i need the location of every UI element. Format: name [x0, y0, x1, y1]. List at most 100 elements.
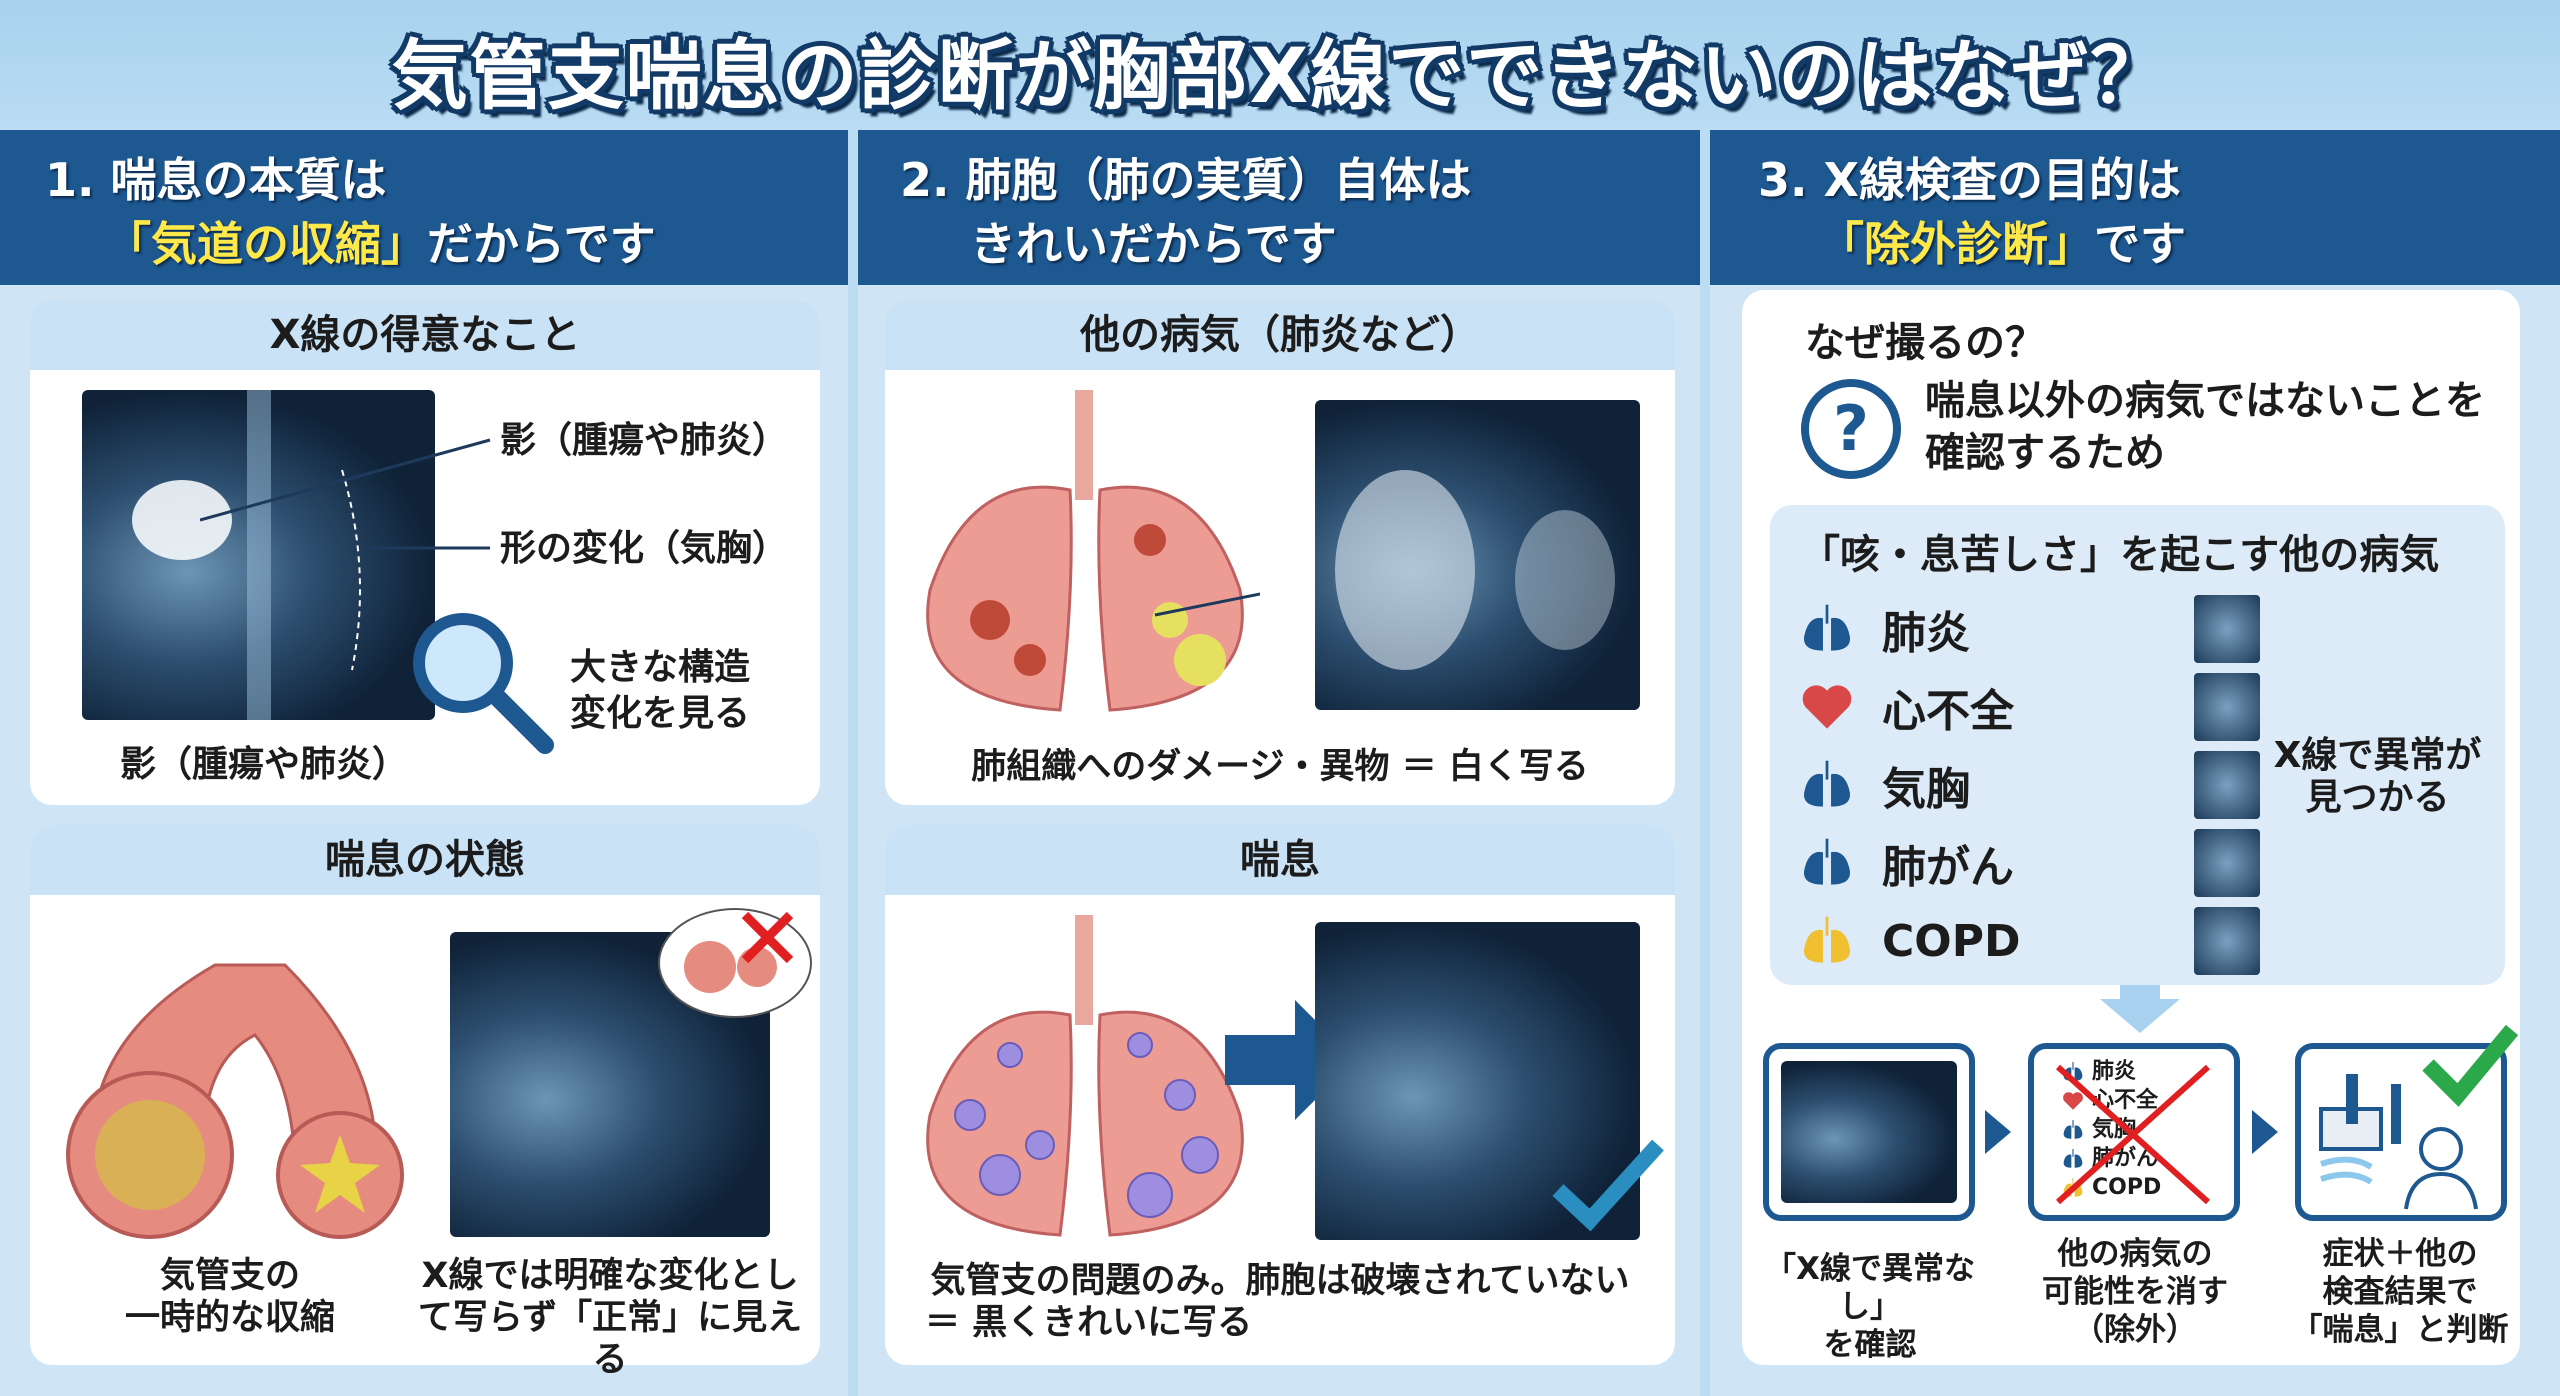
caption-line: X線では明確な変化とし [421, 1256, 799, 1296]
disease-xray-thumb [2194, 829, 2260, 897]
heading-line: 2. 肺胞（肺の実質）自体は [900, 153, 1472, 207]
constricted-airway-bubble-icon [658, 908, 812, 1018]
disease-row: 心不全 [1800, 668, 2260, 746]
cross-icon [2055, 1064, 2211, 1205]
disease-xray-thumb [2194, 595, 2260, 663]
damaged-lungs-illustration [926, 390, 1260, 712]
disease-name: 肺がん [1882, 842, 2014, 893]
other-diseases-box [1770, 505, 2505, 985]
caption-line: 気管支の問題のみ。肺胞は破壊されていない [930, 1261, 1630, 1301]
arrow-down-icon [2100, 985, 2180, 1033]
caption-line: 検査結果で [2322, 1274, 2478, 1310]
disease-row: 肺がん [1800, 824, 2260, 902]
caption-line: を確認 [1823, 1327, 1917, 1363]
label-shape-change: 形の変化（気胸） [500, 528, 789, 569]
heading-rest: きれいだからです [970, 217, 1337, 271]
reason-line: 確認するため [1925, 430, 2165, 476]
caption-line: 可能性を消す [2042, 1274, 2228, 1310]
lungs-icon [1803, 838, 1851, 885]
lungs-icon [2063, 1148, 2083, 1168]
caption-line: 症状＋他の [2322, 1236, 2478, 1272]
label-line: 大きな構造 [570, 647, 751, 688]
question-icon: ? [1801, 379, 1901, 479]
checkmark-icon [2422, 1024, 2519, 1107]
heading-highlight: 「除外診断」 [1818, 217, 2094, 271]
reason-text: 喘息以外の病気ではないことを確認するため [1925, 375, 2485, 479]
panel-header: 喘息の状態 [30, 825, 820, 895]
page-title: 気管支喘息の診断が胸部X線でできないのはなぜ？ [391, 31, 2169, 120]
heart-icon [1802, 685, 1852, 729]
finding-line: 見つかる [2305, 777, 2450, 818]
checkmark-icon [1552, 1139, 1664, 1232]
excluded-item: COPD [2062, 1173, 2234, 1202]
caption-line: （除外） [2073, 1312, 2197, 1348]
flow-caption-1: 「X線で異常なし」を確認 [1745, 1250, 1995, 1364]
spirometer-doctor-icon [2319, 1074, 2478, 1210]
disease-name: 気胸 [1882, 764, 1970, 815]
finding-text: X線で異常が見つかる [2270, 735, 2485, 819]
airway-illustration [66, 963, 404, 1239]
heading-highlight: 「気道の収縮」 [105, 217, 427, 271]
lungs-icon [1803, 760, 1851, 807]
excluded-name: COPD [2092, 1175, 2162, 1200]
arrow-right-icon [1985, 1110, 2011, 1154]
heading-rest: だからです [427, 217, 656, 271]
label-line: 変化を見る [570, 693, 751, 734]
caption-line: 気管支の [159, 1256, 300, 1296]
asthma-caption: 気管支の問題のみ。肺胞は破壊されていない＝ 黒くきれいに写る [885, 1260, 1675, 1344]
disease-row: 気胸 [1800, 746, 2260, 824]
disease-xray-thumb [2194, 673, 2260, 741]
lungs-icon [2063, 1119, 2083, 1139]
pointer-lines [200, 438, 491, 550]
disease-xray-thumb [2194, 907, 2260, 975]
svg-text:?: ? [1833, 392, 1869, 465]
column-3-heading: 3. X線検査の目的は 「除外診断」です [1710, 130, 2560, 285]
label-structure: 大きな構造変化を見る [570, 645, 750, 737]
magnifier-icon [413, 613, 554, 754]
xray-caption: 影（腫瘍や肺炎） [120, 744, 409, 785]
panel-header: X線の得意なこと [30, 300, 820, 370]
column-2-heading: 2. 肺胞（肺の実質）自体は きれいだからです [858, 130, 1700, 285]
disease-xray-thumb [2194, 751, 2260, 819]
title-band [0, 0, 2560, 128]
xray-normal-caption: X線では明確な変化として写らず「正常」に見える [410, 1255, 810, 1381]
column-1-heading: 1. 喘息の本質は 「気道の収縮」だからです [0, 130, 848, 285]
disease-name: 肺炎 [1882, 608, 1970, 659]
why-heading: なぜ撮るの？ [1805, 320, 2045, 366]
caption-line: 「X線で異常なし」 [1765, 1251, 1975, 1325]
caption-line: 「喘息」と判断 [2291, 1312, 2509, 1348]
panel-header: 他の病気（肺炎など） [885, 300, 1675, 370]
damage-caption: 肺組織へのダメージ・異物 ＝ 白く写る [971, 747, 1589, 787]
normal-xray-thumb [1781, 1061, 1957, 1203]
excluded-name: 肺炎 [2092, 1059, 2137, 1084]
panel-header: 喘息 [885, 825, 1675, 895]
heading-rest: です [2094, 217, 2186, 271]
lungs-icon [1803, 604, 1851, 651]
lungs-icon [1803, 916, 1851, 963]
heading-line: 1. 喘息の本質は [45, 153, 387, 207]
caption-line: 他の病気の [2057, 1236, 2213, 1272]
heading-line: 3. X線検査の目的は [1758, 153, 2181, 207]
flow-step-xray [1763, 1043, 1975, 1221]
other-diseases-title: 「咳・息苦しさ」を起こす他の病気 [1800, 532, 2440, 578]
pneumonia-xray-image [1315, 400, 1640, 710]
healthy-lungs-illustration [926, 915, 1244, 1237]
flow-caption-3: 症状＋他の検査結果で「喘息」と判断 [2275, 1235, 2525, 1349]
caption-line: 一時的な収縮 [124, 1298, 335, 1338]
label-shadow: 影（腫瘍や肺炎） [500, 420, 789, 461]
disease-row: COPD [1800, 902, 2260, 980]
disease-row: 肺炎 [1800, 590, 2260, 668]
reason-line: 喘息以外の病気ではないことを [1925, 378, 2485, 424]
disease-name: 心不全 [1882, 686, 2014, 737]
flow-caption-2: 他の病気の可能性を消す（除外） [2010, 1235, 2260, 1349]
finding-line: X線で異常が [2273, 735, 2482, 776]
heart-icon [2063, 1091, 2083, 1110]
caption-line: ＝ 黒くきれいに写る [925, 1303, 1253, 1343]
chest-xray-image [82, 390, 435, 720]
asthma-xray-image [1315, 922, 1640, 1240]
caption-line: て写らず「正常」に見える [417, 1298, 803, 1380]
arrow-right-icon [2252, 1110, 2278, 1154]
disease-list: 肺炎心不全気胸肺がん COPD [1800, 590, 2260, 980]
disease-name: COPD [1882, 915, 2021, 967]
